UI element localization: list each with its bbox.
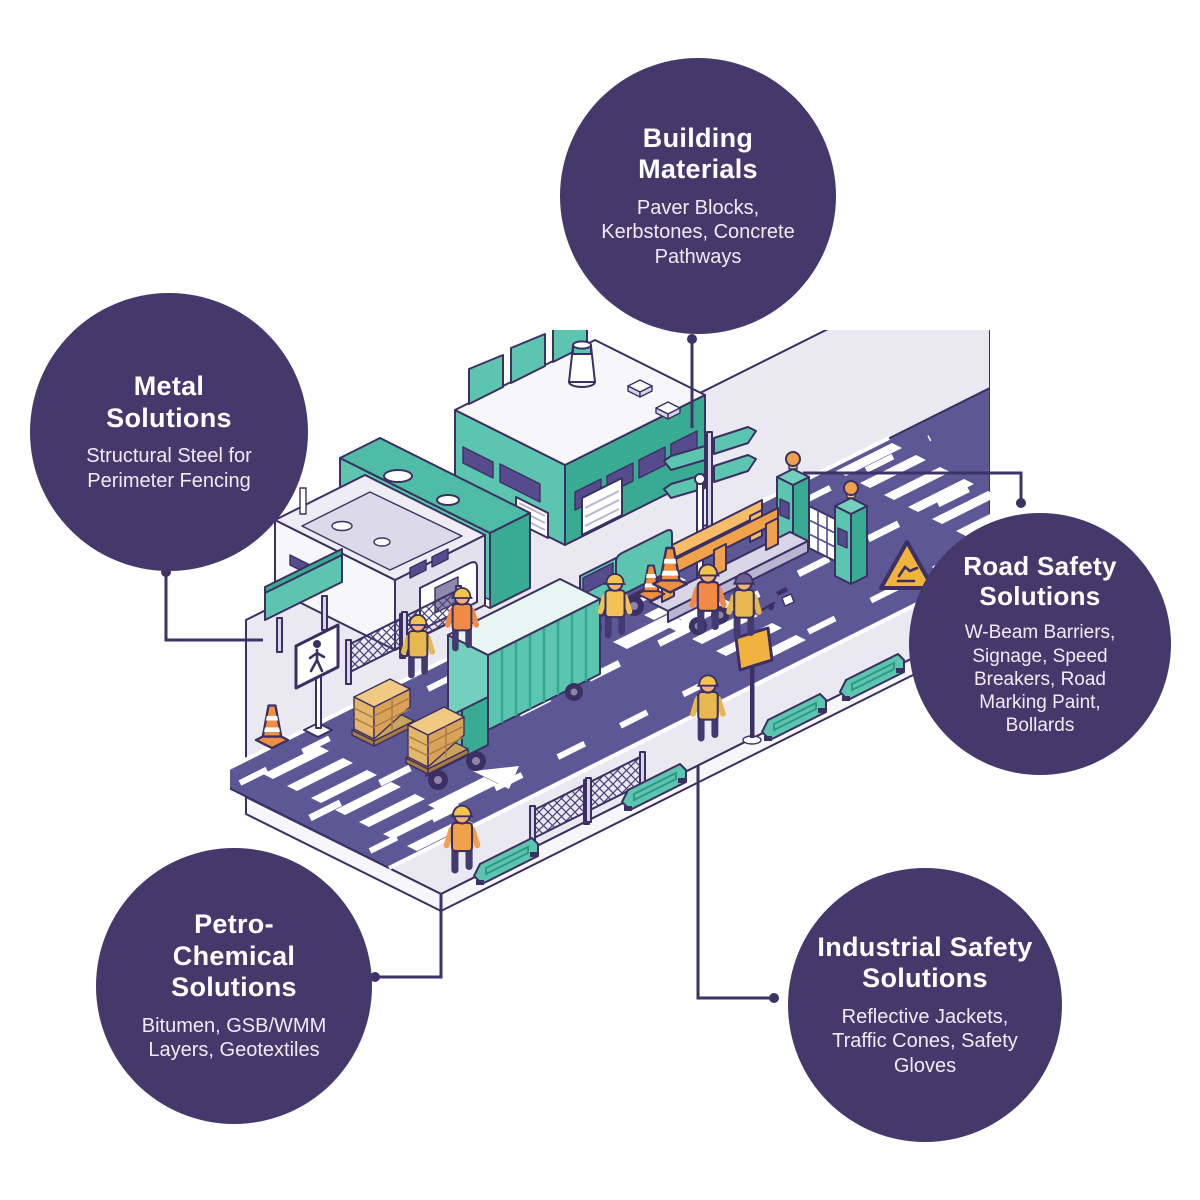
bubble-description: W-Beam Barriers, Signage, Speed Breakers… (964, 622, 1116, 737)
bubble-building-materials: Building Materials Paver Blocks, Kerbsto… (560, 58, 836, 334)
bubble-description: Paver Blocks, Kerbstones, Concrete Pathw… (601, 196, 795, 268)
pedestrian-sign (294, 623, 340, 738)
bubble-title: Industrial Safety Solutions (817, 931, 1033, 994)
bubble-road-safety-solutions: Road Safety Solutions W-Beam Barriers, S… (909, 513, 1171, 775)
bubble-petro-chemical-solutions: Petro- Chemical Solutions Bitumen, GSB/W… (96, 848, 372, 1124)
connector-industrial-safety (696, 766, 774, 1000)
connector-petro-chemical (375, 894, 443, 979)
bubble-title: Metal Solutions (106, 371, 232, 433)
bubble-industrial-safety-solutions: Industrial Safety Solutions Reflective J… (788, 868, 1062, 1142)
roof-fins (468, 330, 588, 405)
road-sign-diamond (734, 626, 774, 745)
connector-road-safety (803, 471, 1023, 503)
paver-block-pallet (405, 706, 469, 775)
gate-pillar (834, 480, 868, 585)
chimney (568, 340, 596, 388)
roadwork-warning-sign (879, 540, 935, 590)
connector-metal-solutions (164, 572, 263, 642)
bubble-description: Reflective Jackets, Traffic Cones, Safet… (832, 1005, 1018, 1077)
tools (760, 587, 795, 612)
paver-block-pallet (351, 678, 415, 747)
perimeter-fence-sign (264, 548, 343, 653)
bubble-title: Building Materials (638, 122, 758, 185)
bubble-title: Road Safety Solutions (963, 550, 1117, 612)
roof-vent (627, 379, 681, 420)
isometric-scene (230, 330, 990, 912)
bubble-description: Structural Steel for Perimeter Fencing (86, 445, 252, 492)
bubble-description: Bitumen, GSB/WMM Layers, Geotextiles (141, 1014, 327, 1062)
bubble-metal-solutions: Metal Solutions Structural Steel for Per… (30, 293, 308, 571)
bubble-title: Petro- Chemical Solutions (171, 909, 297, 1003)
factory-building (454, 330, 706, 546)
